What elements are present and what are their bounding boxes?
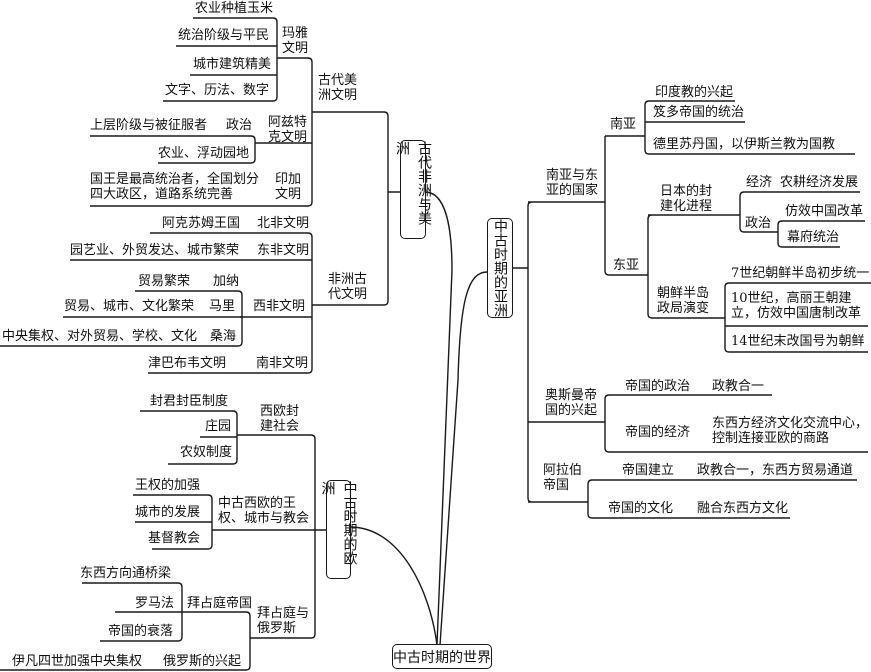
russia-text[interactable]: 伊凡四世加强中央集权 (12, 654, 143, 669)
europe-node[interactable]: 中古时期的欧洲 (320, 480, 358, 579)
aztec-agriculture[interactable]: 农业、浮动园地 (158, 146, 250, 161)
inca-node[interactable]: 印加 文明 (275, 172, 302, 202)
africa-america-node[interactable]: 古代非洲与美洲 (394, 140, 432, 239)
kingship-item[interactable]: 王权的加强 (135, 478, 201, 493)
japan-politics-item[interactable]: 仿效中国改革 (785, 204, 864, 219)
byzantium-russia-node[interactable]: 拜占庭与 俄罗斯 (257, 606, 310, 636)
ottoman-economy[interactable]: 东西方经济文化交流中心， 控制连接亚欧的商路 (712, 416, 869, 446)
byzantium-item[interactable]: 罗马法 (135, 596, 175, 611)
west-africa-node[interactable]: 西非文明 (253, 299, 306, 314)
south-east-asia-node[interactable]: 南亚与东 亚的国家 (546, 168, 599, 198)
inca-text[interactable]: 国王是最高统治者，全国划分 四大政区，道路系统完善 (90, 172, 260, 202)
mali-text[interactable]: 贸易、城市、文化繁荣 (64, 299, 195, 314)
asia-label: 中古时期的亚洲 (492, 219, 508, 317)
byzantium-item[interactable]: 东西方向通桥梁 (80, 566, 172, 581)
korea-item[interactable]: 7世纪朝鲜半岛初步统一 (731, 266, 870, 281)
japan-economy-label[interactable]: 经济 (746, 175, 773, 190)
songhai-node[interactable]: 桑海 (210, 329, 237, 344)
north-africa-node[interactable]: 北非文明 (257, 216, 310, 231)
arab-culture-label[interactable]: 帝国的文化 (608, 501, 674, 516)
arab-founding[interactable]: 政教合一，东西方贸易通道 (697, 463, 854, 478)
south-asia-item[interactable]: 印度教的兴起 (655, 85, 734, 100)
japan-politics-item[interactable]: 幕府统治 (787, 230, 840, 245)
aztec-node[interactable]: 阿兹特 克文明 (268, 115, 308, 145)
arab-node[interactable]: 阿拉伯 帝国 (543, 463, 583, 493)
korea-item[interactable]: 14世纪末改国号为朝鲜 (731, 334, 865, 349)
songhai-text[interactable]: 中央集权、对外贸易、学校、文化 (2, 329, 198, 344)
mali-node[interactable]: 马里 (209, 299, 236, 314)
root-node[interactable]: 中古时期的世界 (392, 644, 492, 669)
maya-item[interactable]: 农业种植玉米 (195, 1, 274, 16)
ghana-text[interactable]: 贸易繁荣 (138, 274, 191, 289)
ottoman-economy-label[interactable]: 帝国的经济 (625, 425, 691, 440)
byzantium-node[interactable]: 拜占庭帝国 (187, 596, 253, 611)
south-asia-node[interactable]: 南亚 (610, 117, 637, 132)
japan-economy[interactable]: 农耕经济发展 (780, 175, 859, 190)
south-asia-item[interactable]: 德里苏丹国，以伊斯兰教为国教 (653, 137, 836, 152)
japan-node[interactable]: 日本的封 建化进程 (660, 184, 713, 214)
feudal-item[interactable]: 封君封臣制度 (150, 394, 229, 409)
maya-node[interactable]: 玛雅 文明 (282, 26, 309, 56)
ottoman-node[interactable]: 奥斯曼帝 国的兴起 (545, 388, 598, 418)
japan-politics-label[interactable]: 政治 (745, 216, 772, 231)
south-asia-item[interactable]: 笈多帝国的统治 (653, 105, 745, 120)
maya-item[interactable]: 统治阶级与平民 (178, 28, 270, 43)
root-label: 中古时期的世界 (393, 649, 491, 666)
russia-node[interactable]: 俄罗斯的兴起 (163, 654, 242, 669)
america-node[interactable]: 古代美 洲文明 (318, 73, 358, 103)
east-africa-text[interactable]: 园艺业、外贸发达、城市繁荣 (70, 243, 240, 258)
africa-node[interactable]: 非洲古 代文明 (328, 272, 368, 302)
east-asia-node[interactable]: 东亚 (613, 258, 640, 273)
arab-culture[interactable]: 融合东西方文化 (697, 501, 789, 516)
kingship-item[interactable]: 城市的发展 (135, 505, 201, 520)
kingship-item[interactable]: 基督教会 (148, 531, 201, 546)
maya-item[interactable]: 文字、历法、数字 (165, 83, 270, 98)
south-africa-node[interactable]: 南非文明 (256, 356, 309, 371)
aztec-politics[interactable]: 上层阶级与被征服者 (90, 118, 208, 133)
ottoman-politics[interactable]: 政教合一 (712, 379, 765, 394)
ghana-node[interactable]: 加纳 (213, 274, 240, 289)
feudal-item[interactable]: 农奴制度 (180, 445, 233, 460)
byzantium-item[interactable]: 帝国的衰落 (108, 624, 174, 639)
feudal-item[interactable]: 庄园 (205, 419, 232, 434)
east-africa-node[interactable]: 东非文明 (257, 243, 310, 258)
south-africa-text[interactable]: 津巴布韦文明 (148, 356, 227, 371)
kingship-node[interactable]: 中古西欧的王 权、城市与教会 (218, 496, 310, 526)
maya-item[interactable]: 城市建筑精美 (193, 57, 272, 72)
korea-item[interactable]: 10世纪，高丽王朝建 立，仿效中国唐制改革 (731, 291, 862, 321)
ottoman-politics-label[interactable]: 帝国的政治 (625, 379, 691, 394)
asia-node[interactable]: 中古时期的亚洲 (487, 218, 513, 318)
korea-node[interactable]: 朝鲜半岛 政局演变 (657, 286, 710, 316)
aztec-politics-label[interactable]: 政治 (226, 118, 253, 133)
africa-america-label: 古代非洲与美洲 (394, 141, 432, 225)
arab-founding-label[interactable]: 帝国建立 (622, 463, 675, 478)
europe-label: 中古时期的欧洲 (319, 481, 358, 565)
north-africa-text[interactable]: 阿克苏姆王国 (162, 216, 241, 231)
feudal-node[interactable]: 西欧封 建社会 (260, 404, 300, 434)
